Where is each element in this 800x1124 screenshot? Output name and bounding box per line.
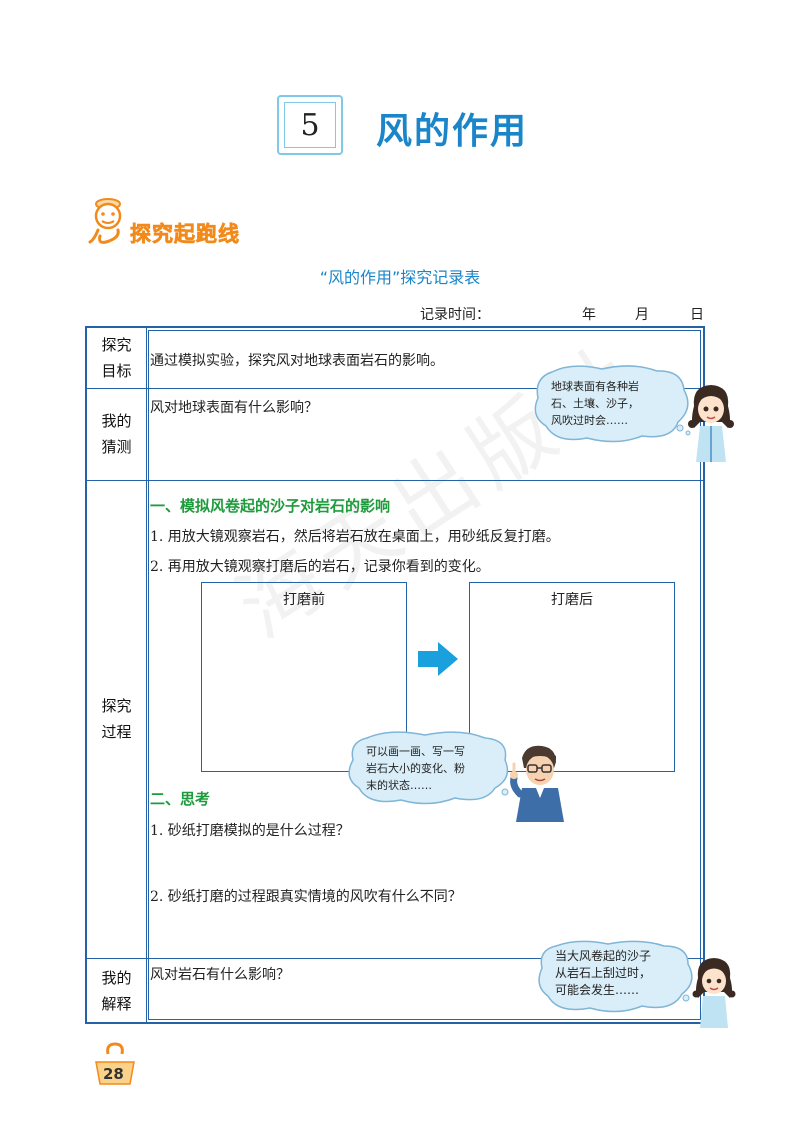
arrow-right-icon [418, 642, 458, 676]
record-time-day: 日 [690, 307, 704, 323]
speech-bubble-bottom [538, 940, 693, 1013]
goal-text: 通过模拟实验，探究风对地球表面岩石的影响。 [150, 353, 444, 369]
after-drawing-box[interactable]: 打磨后 [469, 582, 675, 772]
explain-label: 我的 解释 [87, 958, 146, 1024]
teacher-character-icon [510, 745, 564, 822]
goal-label: 探究 目标 [87, 328, 146, 388]
part2-title: 二、思考 [150, 790, 211, 808]
mascot-icon [88, 198, 122, 244]
record-table: 探究 目标 我的 猜测 探究 过程 我的 解释 [85, 326, 705, 1024]
after-label: 打磨后 [551, 592, 593, 608]
bubble-bottom-text: 当大风卷起的沙子 从岩石上刮过时， 可能会发生…… [555, 948, 687, 999]
part1-title: 一、模拟风卷起的沙子对岩石的影响 [150, 497, 391, 515]
bubble-teacher-line3: 末的状态…… [366, 779, 432, 792]
bubble-top-line1: 地球表面有各种岩 [551, 380, 639, 393]
bubble-top-line2: 石、土壤、沙子， [551, 397, 639, 410]
table-inner-frame [148, 330, 701, 1020]
guess-label-line2: 猜测 [101, 438, 132, 456]
guess-label-line1: 我的 [101, 412, 132, 430]
step2-text: 2. 再用放大镜观察打磨后的岩石，记录你看到的变化。 [150, 559, 490, 575]
girl-character-icon [692, 958, 736, 1028]
speech-bubble-top [534, 365, 691, 443]
bubble-teacher-line2: 岩石大小的变化、粉 [366, 762, 465, 775]
page-number: 28 [103, 1065, 124, 1083]
section-banner: 探究起跑线 [130, 222, 240, 247]
goal-label-line1: 探究 [101, 336, 132, 354]
table-title: “风的作用”探究记录表 [319, 268, 481, 287]
record-time-year: 年 [582, 307, 596, 323]
bubble-teacher-line1: 可以画一画、写一写 [366, 745, 465, 758]
row-divider [87, 958, 703, 959]
explain-text: 风对岩石有什么影响？ [150, 967, 290, 983]
bubble-bottom-line1: 当大风卷起的沙子 [555, 949, 652, 963]
label-column-divider [146, 328, 147, 1022]
goal-label-line2: 目标 [101, 362, 132, 380]
guess-label: 我的 猜测 [87, 388, 146, 480]
lesson-title: 风的作用 [376, 111, 529, 152]
before-label: 打磨前 [283, 592, 325, 608]
bubble-teacher-text: 可以画一画、写一写 岩石大小的变化、粉 末的状态…… [366, 743, 506, 794]
explain-label-line2: 解释 [101, 995, 132, 1013]
step1-text: 1. 用放大镜观察岩石，然后将岩石放在桌面上，用砂纸反复打磨。 [150, 529, 560, 545]
bubble-top-text: 地球表面有各种岩 石、土壤、沙子， 风吹过时会…… [551, 378, 681, 429]
page-number-badge-icon [95, 1042, 135, 1085]
process-label-line1: 探究 [101, 697, 132, 715]
girl-character-icon [688, 385, 734, 462]
before-drawing-box[interactable]: 打磨前 [201, 582, 407, 772]
bubble-bottom-line3: 可能会发生…… [555, 983, 640, 997]
explain-label-line1: 我的 [101, 969, 132, 987]
record-time-month: 月 [635, 307, 649, 323]
bubble-bottom-line2: 从岩石上刮过时， [555, 966, 652, 980]
question1-text: 1. 砂纸打磨模拟的是什么过程？ [150, 823, 350, 839]
lesson-number: 5 [300, 107, 320, 143]
process-label-line2: 过程 [101, 723, 132, 741]
bubble-top-line3: 风吹过时会…… [551, 414, 628, 427]
question2-text: 2. 砂纸打磨的过程跟真实情境的风吹有什么不同？ [150, 889, 462, 905]
process-label: 探究 过程 [87, 480, 146, 958]
row-divider [87, 388, 703, 389]
row-divider [87, 480, 703, 481]
record-time-label: 记录时间： [420, 307, 490, 323]
guess-text: 风对地球表面有什么影响？ [150, 400, 318, 416]
lesson-number-frame: 5 [277, 95, 343, 155]
speech-bubble-teacher [348, 731, 509, 805]
